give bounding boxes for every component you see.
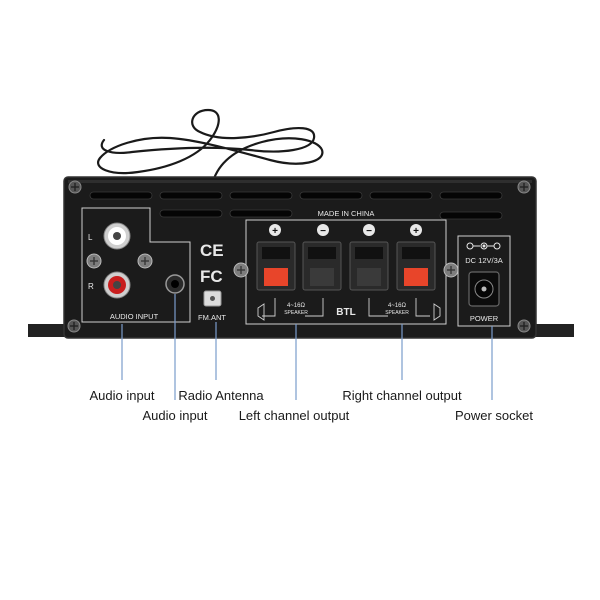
rca-jack-left[interactable]	[103, 222, 131, 250]
speaker-terminal-right-negative[interactable]	[349, 241, 389, 291]
terminal-polarity-signs: + − − +	[269, 224, 422, 237]
aux-audio-jack[interactable]	[165, 274, 185, 294]
power-label: POWER	[470, 314, 499, 323]
antenna-cable	[97, 108, 324, 302]
terminal-sign-4: +	[413, 226, 419, 237]
speaker-right-label: SPEAKER	[385, 310, 409, 316]
vent-slots	[89, 191, 503, 220]
dc-rating-label: DC 12V/3A	[465, 256, 503, 265]
fm-antenna-label: FM.ANT	[198, 313, 226, 322]
callout-power-socket: Power socket	[454, 408, 534, 423]
terminal-sign-1: +	[272, 226, 278, 237]
fm-antenna-socket[interactable]	[203, 290, 222, 307]
callout-audio-input-rca: Audio input	[89, 388, 155, 403]
channel-right-label: R	[88, 282, 94, 291]
channel-left-label: L	[88, 233, 93, 242]
made-in-label: MADE IN CHINA	[318, 209, 375, 218]
terminal-sign-3: −	[366, 226, 372, 237]
rca-jack-right[interactable]	[103, 271, 131, 299]
speaker-right-impedance: 4~16Ω	[388, 303, 407, 309]
btl-label: BTL	[336, 307, 355, 318]
terminal-sign-2: −	[320, 226, 326, 237]
callout-right-channel-output: Right channel output	[342, 388, 462, 403]
dc-power-socket[interactable]	[468, 271, 500, 307]
audio-input-label: AUDIO INPUT	[110, 312, 159, 321]
callout-left-channel-output: Left channel output	[238, 408, 350, 423]
speaker-wiring-schematic	[257, 298, 441, 321]
ce-mark: CE	[200, 241, 224, 260]
callout-audio-input-aux: Audio input	[142, 408, 208, 423]
fc-mark: FC	[200, 267, 223, 286]
audio-input-outline	[81, 207, 191, 323]
power-section-outline	[457, 235, 511, 327]
speaker-terminal-left-negative[interactable]	[302, 241, 342, 291]
callout-radio-antenna: Radio Antenna	[178, 388, 264, 403]
dc-polarity-icon	[466, 242, 501, 250]
speaker-left-impedance: 4~16Ω	[287, 303, 306, 309]
speaker-left-label: SPEAKER	[284, 310, 308, 316]
speaker-terminal-right-positive[interactable]	[396, 241, 436, 291]
callout-lines	[121, 294, 493, 400]
speaker-terminal-left-positive[interactable]	[256, 241, 296, 291]
